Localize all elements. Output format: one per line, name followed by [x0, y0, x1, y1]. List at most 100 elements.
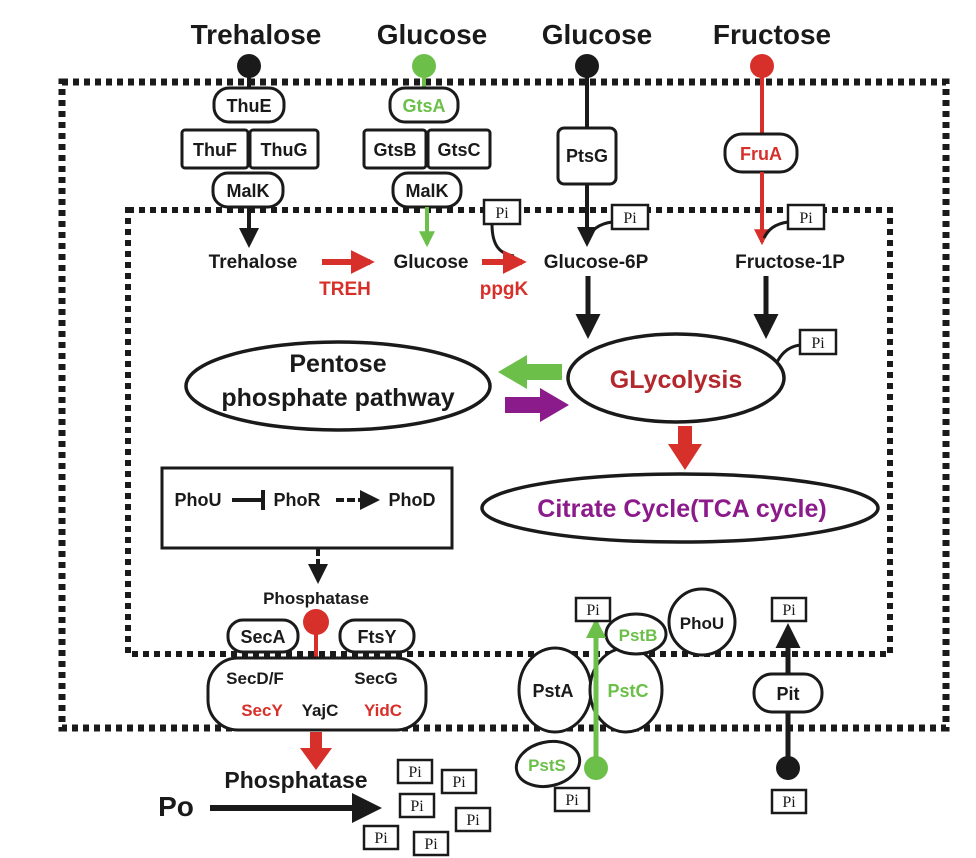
ftsy-box [338, 618, 416, 654]
pi-ptsg: Pi [610, 203, 650, 231]
svg-text:Pi: Pi [495, 205, 509, 222]
pst-phou-label: PhoU [680, 614, 724, 633]
seca-box [226, 618, 300, 654]
substrate-glucose-gts: Glucose [377, 19, 487, 50]
ptsg-label: PtsG [566, 146, 608, 166]
svg-text:Pi: Pi [374, 830, 388, 847]
glycolysis-ellipse [566, 332, 786, 424]
gtsa-label: GtsA [402, 96, 445, 116]
pstc-label: PstC [607, 681, 648, 701]
pi-ppgk: Pi [482, 198, 522, 226]
reg-phor: PhoR [274, 490, 321, 510]
psta-label: PstA [532, 681, 573, 701]
pit-label: Pit [776, 684, 799, 704]
thug-label: ThuG [261, 140, 308, 160]
psts-label: PstS [528, 756, 566, 775]
thue-box [212, 86, 286, 124]
glycolysis-to-pentose-arrow [498, 355, 562, 389]
sec-complex-box [206, 656, 428, 732]
pi-ptsg-link [586, 220, 613, 239]
svg-text:Pi: Pi [811, 335, 825, 352]
pi-ext-6: Pi [412, 830, 450, 857]
external-phosphatase-label: Phosphatase [224, 767, 367, 793]
svg-text:Pi: Pi [424, 836, 438, 853]
enzyme-treh: TREH [319, 279, 371, 300]
substrate-fructose: Fructose [713, 19, 831, 50]
substrate-glucose-pts: Glucose [542, 19, 652, 50]
gtsb-label: GtsB [373, 140, 416, 160]
pi-pit-outside: Pi [770, 788, 808, 815]
pi-ext-5: Pi [362, 824, 400, 851]
pit-box [752, 672, 824, 714]
tca-ellipse [480, 472, 880, 544]
pentose-line2: phosphate pathway [221, 384, 454, 412]
svg-text:Pi: Pi [586, 602, 600, 619]
po-label: Po [158, 791, 194, 822]
secretion-out-arrow [300, 732, 332, 770]
reg-phod: PhoD [389, 490, 436, 510]
pstb-label: PstB [619, 626, 658, 645]
ftsy-label: FtsY [357, 627, 396, 647]
secg-label: SecG [354, 669, 397, 688]
pi-pst-inside: Pi [574, 596, 612, 623]
psts-ellipse [514, 739, 582, 789]
pi-pit-inside: Pi [770, 596, 808, 623]
gtsa-box [388, 86, 460, 124]
pi-glycolysis: Pi [798, 328, 838, 356]
metabolite-fructose-1p: Fructose-1P [735, 252, 845, 273]
pst-phou-circle [667, 587, 737, 657]
thug-box [248, 128, 320, 170]
pentose-phosphate-ellipse [184, 340, 492, 432]
thue-label: ThuE [227, 96, 272, 116]
pho-regulation-box [160, 466, 454, 550]
pst-pi-dot [584, 756, 608, 780]
gtsc-box [426, 128, 492, 170]
pentose-to-glycolysis-arrow [505, 388, 569, 422]
tca-label: Citrate Cycle(TCA cycle) [537, 495, 826, 523]
svg-text:Pi: Pi [782, 602, 796, 619]
secdf-label: SecD/F [226, 669, 284, 688]
malk2-label: MalK [405, 181, 448, 201]
yidc-label: YidC [364, 701, 402, 720]
pentose-line1: Pentose [289, 350, 386, 378]
pi-ext-3: Pi [398, 792, 436, 819]
reg-phou: PhoU [175, 490, 222, 510]
enzyme-ppgk: ppgK [480, 279, 529, 300]
glycolysis-label: GLycolysis [610, 366, 742, 394]
pstb-ellipse [604, 612, 668, 656]
glycolysis-to-tca-arrow [668, 426, 702, 470]
frua-label: FruA [740, 144, 782, 164]
substrate-trehalose: Trehalose [191, 19, 322, 50]
outer-membrane [58, 78, 950, 732]
svg-text:Pi: Pi [466, 812, 480, 829]
gtsc-label: GtsC [437, 140, 480, 160]
gtsb-box [362, 128, 428, 170]
thuf-label: ThuF [193, 140, 237, 160]
svg-text:Pi: Pi [452, 774, 466, 791]
pi-ext-4: Pi [454, 806, 492, 833]
svg-text:Pi: Pi [410, 798, 424, 815]
pit-pi-dot [776, 756, 800, 780]
metabolite-trehalose: Trehalose [209, 252, 298, 273]
yajc-label: YajC [302, 701, 339, 720]
inner-membrane [125, 207, 893, 657]
svg-text:Pi: Pi [565, 792, 579, 809]
internal-phosphatase-label: Phosphatase [263, 589, 369, 608]
svg-text:Pi: Pi [623, 210, 637, 227]
pi-glycolysis-link [774, 343, 801, 365]
thuf-box [180, 128, 250, 170]
malk1-label: MalK [226, 181, 269, 201]
secy-label: SecY [241, 701, 283, 720]
metabolite-glucose: Glucose [394, 252, 469, 273]
pi-pst-outside: Pi [553, 786, 591, 813]
pi-ext-2: Pi [440, 768, 478, 795]
pi-ppgk-link [490, 223, 515, 258]
seca-label: SecA [240, 627, 285, 647]
pi-ext-1: Pi [396, 758, 434, 785]
svg-text:Pi: Pi [408, 764, 422, 781]
pi-frua: Pi [786, 203, 826, 231]
pi-frua-link [762, 220, 789, 239]
metabolite-glucose-6p: Glucose-6P [544, 252, 649, 273]
svg-text:Pi: Pi [799, 210, 813, 227]
